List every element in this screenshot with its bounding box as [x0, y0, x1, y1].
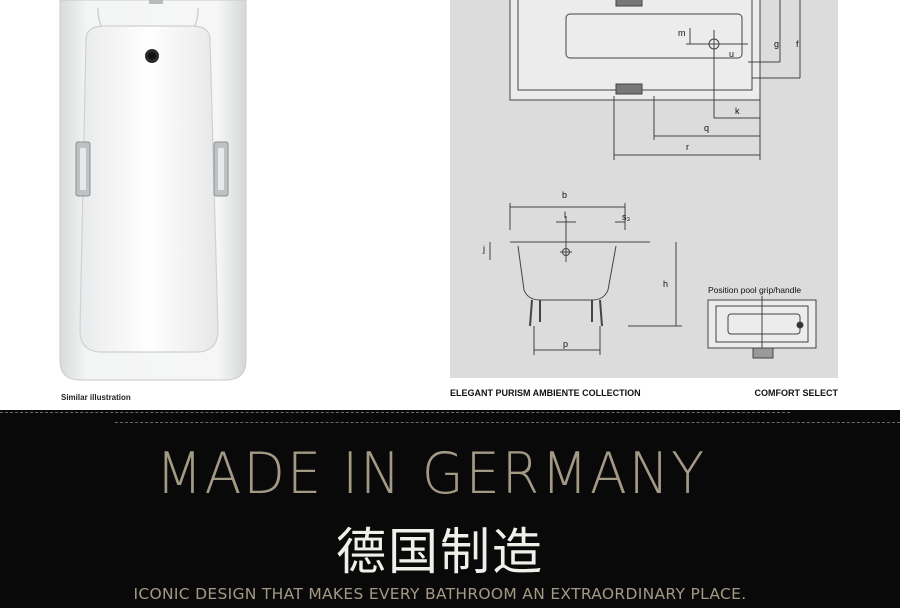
dim-g-label: g [774, 39, 779, 49]
made-in-germany-banner: MADE IN GERMANY 德国制造 ICONIC DESIGN THAT … [0, 410, 900, 608]
similar-illustration-caption: Similar illustration [61, 393, 131, 402]
grip-position-label: Position pool grip/handle [708, 285, 801, 295]
dim-u-label: u [729, 49, 734, 59]
bathtub-photo [59, 0, 247, 381]
dim-j-label: j [482, 244, 485, 254]
dim-f-label: f [796, 39, 799, 49]
technical-drawing: m u g f k q r b l s₃ j h p Position pool… [482, 0, 817, 359]
dim-h-label: h [663, 279, 668, 289]
dim-r-label: r [686, 142, 689, 152]
dim-p-label: p [563, 339, 568, 349]
tagline: ICONIC DESIGN THAT MAKES EVERY BATHROOM … [133, 585, 747, 603]
dim-l-label: l [564, 210, 566, 220]
made-in-germany-chinese: 德国制造 [336, 523, 544, 581]
dashed-divider [115, 422, 900, 423]
dim-m-label: m [678, 28, 686, 38]
made-in-germany-heading: MADE IN GERMANY [155, 440, 707, 507]
collection-caption: ELEGANT PURISM AMBIENTE COLLECTION [450, 388, 641, 398]
dashed-divider [0, 412, 790, 413]
dim-q-label: q [704, 123, 709, 133]
dim-b-label: b [562, 190, 567, 200]
product-section: Similar illustration [59, 0, 839, 402]
comfort-select-caption: COMFORT SELECT [754, 388, 839, 398]
dim-k-label: k [735, 106, 740, 116]
technical-drawing-panel: m u g f k q r b l s₃ j h p Position pool… [450, 0, 838, 378]
dim-s3-label: s₃ [622, 212, 631, 222]
